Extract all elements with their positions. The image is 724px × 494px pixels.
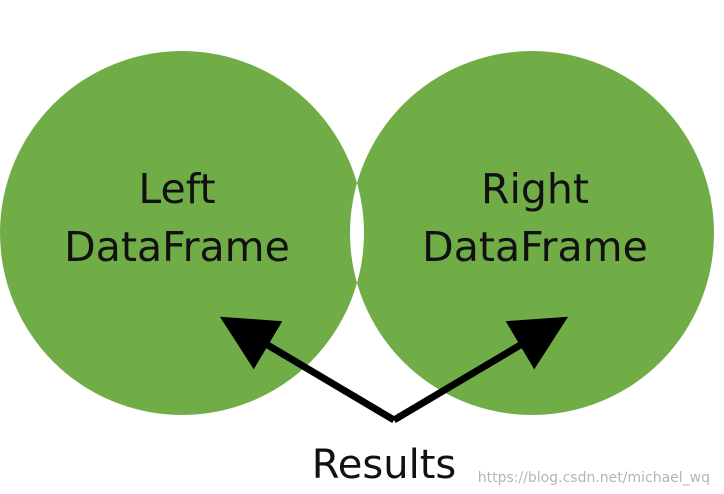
- results-label: Results: [312, 442, 456, 488]
- left-dataframe-label-line2: DataFrame: [64, 223, 290, 271]
- results-arrow-left: [219, 316, 396, 424]
- right-dataframe-label-line1: Right: [481, 165, 589, 213]
- watermark-text: https://blog.csdn.net/michael_wq: [478, 470, 710, 486]
- right-dataframe-circle: [350, 51, 714, 415]
- results-arrow-right: [392, 316, 569, 424]
- left-dataframe-label-line1: Left: [138, 165, 215, 213]
- right-dataframe-label-line2: DataFrame: [422, 223, 648, 271]
